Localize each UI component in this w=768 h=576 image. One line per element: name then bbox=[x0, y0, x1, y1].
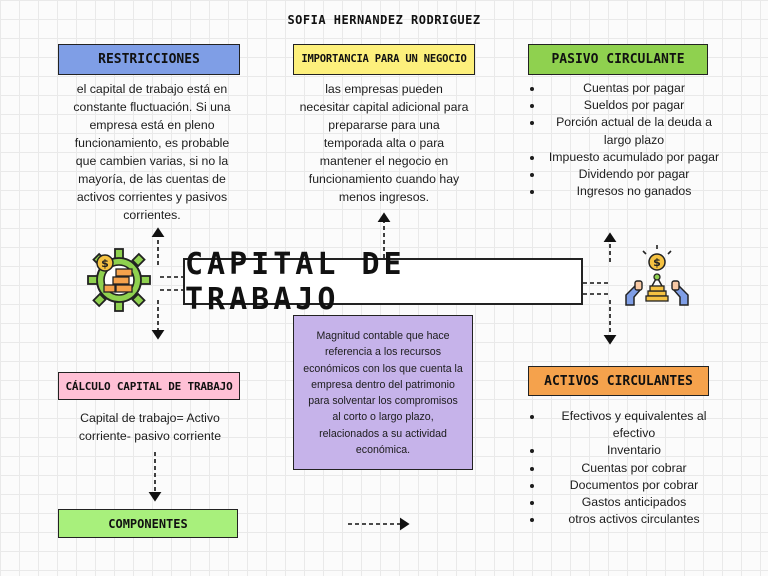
list-item: Cuentas por pagar bbox=[544, 80, 724, 97]
importancia-text: las empresas pueden necesitar capital ad… bbox=[299, 82, 469, 204]
list-item: Efectivos y equivalentes al efectivo bbox=[544, 408, 724, 442]
investor-coin-icon: $ bbox=[622, 243, 692, 311]
central-title: CAPITAL DE TRABAJO bbox=[183, 247, 583, 317]
componentes-title: COMPONENTES bbox=[108, 516, 188, 531]
importancia-title: IMPORTANCIA PARA UN NEGOCIO bbox=[301, 53, 467, 66]
list-item: Porción actual de la deuda a largo plazo bbox=[544, 114, 724, 148]
definition-box: Magnitud contable que hace referencia a … bbox=[293, 315, 473, 470]
central-title-text: CAPITAL DE TRABAJO bbox=[185, 246, 406, 317]
calculo-title: CÁLCULO CAPITAL DE TRABAJO bbox=[65, 379, 233, 393]
list-item: otros activos circulantes bbox=[544, 511, 724, 528]
author-name: SOFIA HERNANDEZ RODRIGUEZ bbox=[287, 13, 481, 27]
list-item: Inventario bbox=[544, 442, 724, 459]
money-gear-icon: $ bbox=[86, 247, 152, 313]
list-item: Sueldos por pagar bbox=[544, 97, 724, 114]
calculo-header: CÁLCULO CAPITAL DE TRABAJO bbox=[58, 372, 240, 400]
svg-text:$: $ bbox=[653, 256, 661, 269]
importancia-header: IMPORTANCIA PARA UN NEGOCIO bbox=[293, 44, 475, 75]
list-item: Dividendo por pagar bbox=[544, 166, 724, 183]
list-item: Documentos por cobrar bbox=[544, 477, 724, 494]
list-item: Cuentas por cobrar bbox=[544, 460, 724, 477]
restricciones-title: RESTRICCIONES bbox=[98, 52, 200, 67]
activos-header: ACTIVOS CIRCULANTES bbox=[528, 366, 709, 396]
list-item: Impuesto acumulado por pagar bbox=[544, 149, 724, 166]
pasivo-title: PASIVO CIRCULANTE bbox=[551, 52, 685, 67]
activos-title: ACTIVOS CIRCULANTES bbox=[544, 373, 693, 389]
pasivo-header: PASIVO CIRCULANTE bbox=[528, 44, 708, 75]
restricciones-text: el capital de trabajo está en constante … bbox=[73, 82, 231, 222]
restricciones-header: RESTRICCIONES bbox=[58, 44, 240, 75]
activos-list: Efectivos y equivalentes al efectivo Inv… bbox=[516, 408, 724, 528]
list-item: Ingresos no ganados bbox=[544, 183, 724, 200]
calculo-text: Capital de trabajo= Activo corriente- pa… bbox=[78, 411, 222, 443]
svg-text:$: $ bbox=[101, 257, 109, 270]
list-item: Gastos anticipados bbox=[544, 494, 724, 511]
pasivo-list: Cuentas por pagar Sueldos por pagar Porc… bbox=[516, 80, 724, 200]
componentes-header: COMPONENTES bbox=[58, 509, 238, 538]
